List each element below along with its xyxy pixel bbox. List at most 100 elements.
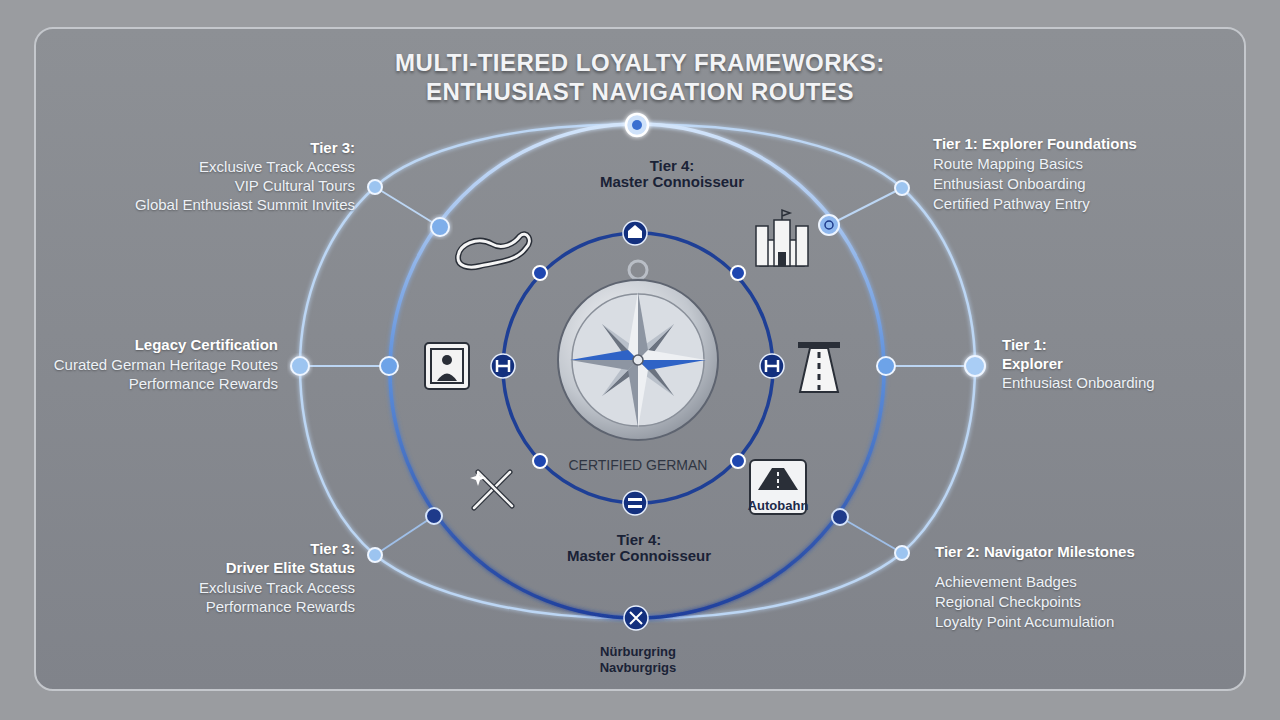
portrait-sign [431, 349, 463, 383]
compass-loop [629, 261, 647, 279]
ring-dot [431, 218, 449, 236]
compass-point [628, 292, 638, 360]
icon-badge [491, 354, 515, 378]
compass-point [570, 350, 638, 360]
benefit-text: Route Mapping Basics [933, 154, 1273, 173]
autobahn-sign [758, 468, 798, 490]
ring-dot [380, 357, 398, 375]
benefit-text: Curated German Heritage Routes [0, 355, 278, 374]
text-line: Tier 3: [310, 540, 355, 557]
benefit-text: Global Enthusiast Summit Invites [15, 195, 355, 214]
spoke-line [829, 188, 902, 225]
compass-point [638, 360, 648, 428]
compass-point [638, 360, 706, 370]
inner-dot [731, 266, 745, 280]
tier-heading: Tier 4: Master Connoisseur [469, 532, 809, 564]
compass-point [638, 292, 648, 360]
benefit-text: Loyalty Point Accumulation [935, 612, 1275, 631]
text-line: Tier 4: [650, 157, 695, 174]
text-line: Explorer [1002, 354, 1280, 373]
place-label: Nürburgring [468, 642, 808, 661]
sparkle-icon [470, 470, 486, 486]
center-label: CERTIFIED GERMAN [468, 456, 808, 475]
sign-label: Autobahn [608, 496, 948, 515]
text-line: ENTHUSIAST NAVIGATION ROUTES [0, 77, 1280, 106]
bar-icon [628, 505, 642, 508]
tier-heading: Tier 3: Driver Elite Status [15, 539, 355, 577]
castle-icon [774, 220, 790, 266]
compass-point [638, 350, 706, 360]
spoke-line [375, 516, 434, 555]
h-icon [766, 360, 778, 372]
portrait-body [437, 374, 457, 382]
text-line: Tier 1: [1002, 336, 1047, 353]
autobahn-lane [777, 472, 779, 488]
ring-dot [832, 509, 848, 525]
tool-icon [630, 612, 642, 624]
diagram-title: MULTI-TIERED LOYALTY FRAMEWORKS: ENTHUSI… [0, 48, 1280, 106]
route-dot [895, 546, 909, 560]
benefit-text: Certified Pathway Entry [933, 194, 1273, 213]
benefit-text: Enthusiast Onboarding [1002, 373, 1280, 392]
spoke-line [375, 187, 440, 227]
inner-dot [533, 454, 547, 468]
castle-door [778, 252, 786, 266]
spoke-line [886, 365, 975, 367]
middle-ring [390, 124, 884, 618]
tier-heading: Tier 2: Navigator Milestones [935, 542, 1275, 561]
h-icon [497, 360, 509, 372]
icon-badge [624, 606, 648, 630]
benefit-text: VIP Cultural Tours [15, 176, 355, 195]
route-dot [895, 181, 909, 195]
benefit-text: Performance Rewards [15, 597, 355, 616]
text-line: MULTI-TIERED LOYALTY FRAMEWORKS: [395, 49, 885, 76]
spoke-line [300, 365, 389, 367]
icon-badge [623, 491, 647, 515]
castle-flag [782, 210, 790, 220]
tier-heading: Tier 4: Master Connoisseur [502, 158, 842, 190]
icon-badge [623, 221, 647, 245]
ring-dot [877, 357, 895, 375]
ring-dot [426, 508, 442, 524]
road-lane [818, 352, 821, 390]
text-line: Tier 4: [617, 531, 662, 548]
portrait-head [442, 355, 452, 365]
tier-heading: Legacy Certification [0, 335, 278, 354]
castle-icon [756, 226, 768, 266]
outer-orbit [300, 125, 975, 618]
benefit-text: Regional Checkpoints [935, 592, 1275, 611]
compass-point [628, 360, 638, 428]
text-line: Driver Elite Status [15, 558, 355, 577]
inner-dot [533, 266, 547, 280]
route-dot [965, 356, 985, 376]
text-line: Master Connoisseur [469, 548, 809, 564]
track-icon [458, 234, 529, 267]
compass-body [558, 280, 718, 440]
gear-icon [825, 221, 833, 229]
tier-heading: Tier 1: Explorer Foundations [933, 134, 1273, 153]
compass-pivot [633, 355, 643, 365]
house-icon [628, 225, 642, 238]
route-dot [368, 548, 382, 562]
benefit-text: Performance Rewards [0, 374, 278, 393]
route-dot [291, 357, 309, 375]
place-label: Navburgrigs [468, 658, 808, 677]
road-icon [800, 348, 838, 392]
icon-badge [760, 354, 784, 378]
route-dot [368, 180, 382, 194]
inner-dot [731, 454, 745, 468]
top-dot-core [632, 120, 642, 130]
benefit-text: Exclusive Track Access [15, 157, 355, 176]
tier-heading: Tier 1: Explorer [1002, 335, 1280, 373]
top-dot [626, 114, 648, 136]
benefit-text: Exclusive Track Access [15, 578, 355, 597]
portrait-sign [425, 343, 469, 389]
spoke-line [840, 517, 902, 553]
ring-dot [819, 215, 839, 235]
tier-heading: Tier 3: [15, 138, 355, 157]
castle-icon [796, 226, 808, 266]
compass-point [570, 360, 638, 370]
bar-icon [628, 498, 642, 501]
